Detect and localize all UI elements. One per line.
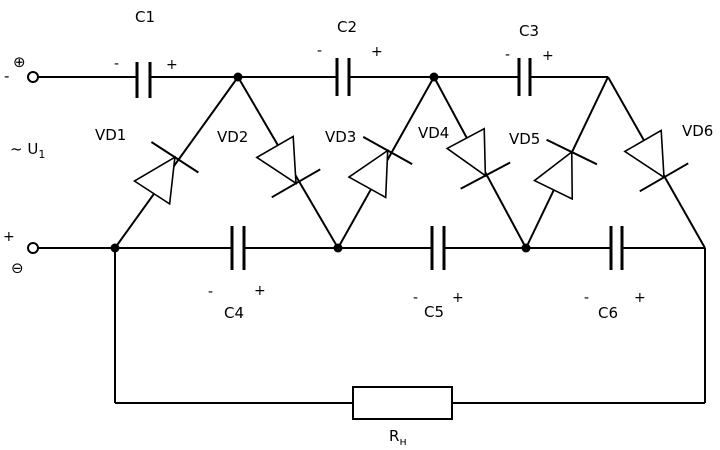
terminal-top-circled: ⊕ xyxy=(13,53,26,71)
junction-dot xyxy=(429,72,439,82)
c5-label: C5 xyxy=(424,303,444,321)
c2-minus: - xyxy=(317,43,322,59)
diode-VD1 xyxy=(132,141,199,206)
c6-minus: - xyxy=(584,290,589,306)
c5-plus: + xyxy=(452,290,464,306)
source-label: ~ U1 xyxy=(10,140,45,161)
c3-plus: + xyxy=(542,48,554,64)
c4-label: C4 xyxy=(224,304,244,322)
capacitor-C6 xyxy=(609,226,624,270)
c2-label: C2 xyxy=(337,18,357,36)
junction-dot xyxy=(233,72,243,82)
terminal-top-outer: - xyxy=(4,67,9,85)
c1-minus: - xyxy=(114,56,119,72)
diode-labels: VD1 VD2 VD3 VD4 VD5 VD6 xyxy=(95,122,713,148)
c6-label: C6 xyxy=(598,304,618,322)
c4-plus: + xyxy=(254,283,266,299)
terminal-bottom-outer: + xyxy=(3,229,15,245)
c1-label: C1 xyxy=(135,8,155,26)
c2-plus: + xyxy=(371,44,383,60)
vd5-label: VD5 xyxy=(509,130,540,148)
c3-minus: - xyxy=(505,47,510,63)
terminal-top xyxy=(27,71,39,83)
capacitor-C5 xyxy=(430,226,446,270)
c5-minus: - xyxy=(413,290,418,306)
input-terminals: ⊕ - + ⊖ ~ U1 xyxy=(3,53,45,277)
vd3-label: VD3 xyxy=(325,128,356,146)
capacitor-C2 xyxy=(335,58,351,96)
c3-label: C3 xyxy=(519,22,539,40)
junction-dot xyxy=(521,243,531,253)
wires xyxy=(38,76,706,404)
vd4-label: VD4 xyxy=(418,124,449,142)
junction-dot xyxy=(110,243,120,253)
capacitor-labels: C1 - + C2 - + C3 - + - + C4 - + C5 - + C… xyxy=(114,8,646,322)
diode-VD6 xyxy=(623,129,689,193)
load-resistor: Rн xyxy=(352,386,453,448)
terminal-bottom xyxy=(27,242,39,254)
diode-VD5 xyxy=(532,138,598,201)
capacitor-C4 xyxy=(230,226,246,270)
junction-dot xyxy=(333,243,343,253)
junctions xyxy=(110,72,531,253)
load-label: Rн xyxy=(389,427,407,448)
diode-VD3 xyxy=(347,136,413,199)
c4-minus: - xyxy=(208,284,213,300)
vd6-label: VD6 xyxy=(682,122,713,140)
capacitor-C1 xyxy=(135,62,152,98)
capacitor-C3 xyxy=(517,58,532,96)
c6-plus: + xyxy=(634,290,646,306)
c1-plus: + xyxy=(166,57,178,73)
vd1-label: VD1 xyxy=(95,126,126,144)
terminal-bottom-circled: ⊖ xyxy=(11,259,24,277)
vd2-label: VD2 xyxy=(217,128,248,146)
diode-VD2 xyxy=(255,135,321,199)
diode-VD4 xyxy=(445,127,511,190)
